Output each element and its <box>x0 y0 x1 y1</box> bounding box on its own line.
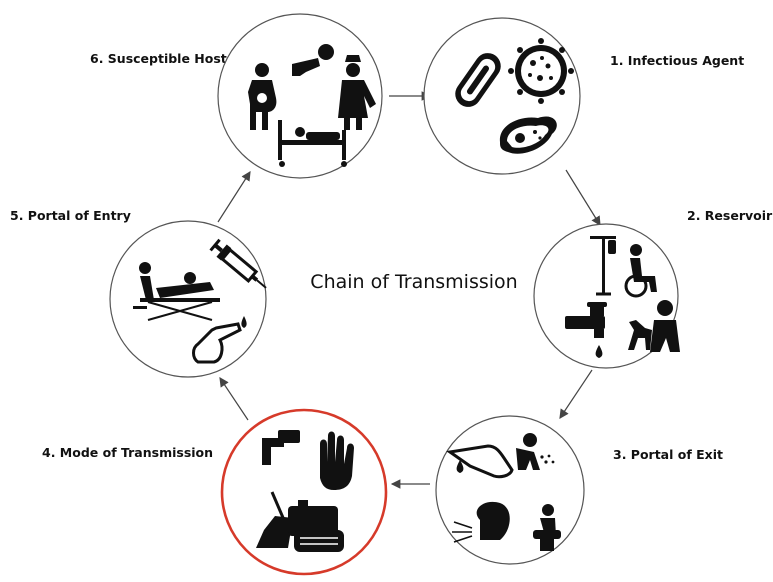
tap-icon <box>262 430 300 465</box>
arrow-4-to-5 <box>219 377 249 421</box>
node-mode-of-transmission <box>220 408 388 576</box>
node-label-2: 2. Reservoir <box>687 208 773 223</box>
node-label-5: 5. Portal of Entry <box>10 208 131 223</box>
finger-prick-icon <box>192 316 247 364</box>
wheelchair-user-icon <box>624 244 657 298</box>
node-portal-of-entry <box>109 220 267 378</box>
node-label-6: 6. Susceptible Host <box>90 51 227 66</box>
crawling-baby-icon <box>292 44 334 76</box>
syringe-icon <box>209 238 267 289</box>
node-label-4: 4. Mode of Transmission <box>42 445 213 460</box>
hand-icon <box>320 431 354 490</box>
arrow-1-to-2 <box>565 169 601 227</box>
person-with-dog-icon <box>628 300 680 352</box>
pregnant-woman-icon <box>248 63 277 130</box>
cleaning-supplies-icon <box>288 500 344 552</box>
toilet-person-icon <box>533 504 561 551</box>
broom-icon <box>256 491 293 548</box>
blood-drop-finger-icon <box>446 444 514 479</box>
node-label-1: 1. Infectious Agent <box>610 53 744 68</box>
virus-icon <box>508 38 574 104</box>
vomiting-person-icon <box>516 433 555 470</box>
faucet-icon <box>565 302 607 358</box>
surgery-table-icon <box>133 262 220 321</box>
iv-pole-icon <box>590 236 616 296</box>
amoeba-icon <box>499 116 557 154</box>
node-reservoir <box>533 223 680 369</box>
node-portal-of-exit <box>435 415 585 565</box>
node-infectious-agent <box>423 17 581 175</box>
coughing-person-icon <box>452 501 510 543</box>
arrow-2-to-3 <box>559 369 593 419</box>
nurse-icon <box>338 55 376 130</box>
node-susceptible-host <box>217 13 383 179</box>
arrow-5-to-6 <box>217 170 251 223</box>
diagram-title: Chain of Transmission <box>310 271 517 293</box>
node-label-3: 3. Portal of Exit <box>613 447 723 462</box>
hospital-bed-icon <box>278 120 347 167</box>
bacillus-icon <box>455 53 501 107</box>
